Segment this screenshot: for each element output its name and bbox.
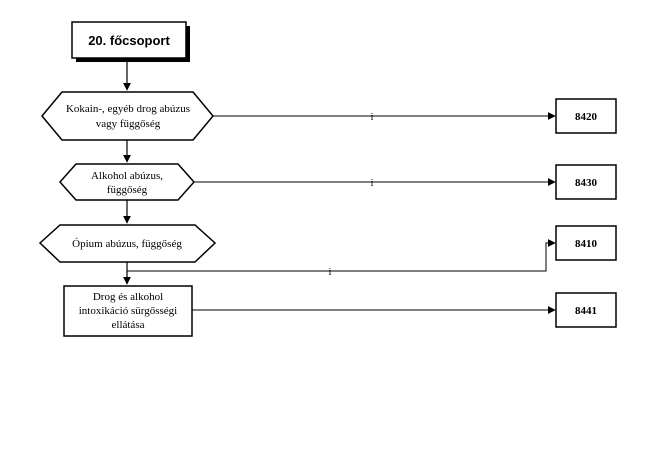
outcome-node-8441: 8441 xyxy=(555,292,617,328)
header-label: 20. főcsoport xyxy=(88,33,170,48)
outcome-box-4 xyxy=(555,292,617,328)
outcome-node-8410: 8410 xyxy=(555,225,617,261)
outcome-code-1: 8420 xyxy=(575,111,598,123)
process-box xyxy=(63,285,193,337)
decision-shape-3 xyxy=(38,224,217,263)
edge-label-2: i xyxy=(371,178,374,189)
process-line-1: Drog és alkohol xyxy=(93,291,163,303)
outcome-box-3 xyxy=(555,225,617,261)
outcome-node-8420: 8420 xyxy=(555,98,617,134)
outcome-code-4: 8441 xyxy=(575,305,597,317)
header-box xyxy=(71,21,187,59)
decision-shape-1 xyxy=(41,91,214,141)
outcome-node-8430: 8430 xyxy=(555,164,617,200)
process-line-2: intoxikáció sürgősségi xyxy=(79,305,177,317)
process-node: Drog és alkohol intoxikáció sürgősségi e… xyxy=(63,285,193,337)
outcome-box-2 xyxy=(555,164,617,200)
decision-1-line-2: vagy függőség xyxy=(96,118,161,130)
outcome-box-1 xyxy=(555,98,617,134)
decision-node-3: Ópium abúzus, függőség xyxy=(38,224,217,263)
decision-2-line-2: függőség xyxy=(107,184,148,196)
header-node: 20. főcsoport xyxy=(71,21,190,62)
edge-label-3: i xyxy=(329,267,332,278)
decision-3-line-1: Ópium abúzus, függőség xyxy=(72,238,182,250)
decision-1-line-1: Kokain-, egyéb drog abúzus xyxy=(66,103,190,115)
outcome-code-2: 8430 xyxy=(575,177,598,189)
outcome-code-3: 8410 xyxy=(575,238,598,250)
edge-label-1: i xyxy=(371,112,374,123)
decision-node-2: Alkohol abúzus, függőség xyxy=(58,163,196,201)
decision-2-line-1: Alkohol abúzus, xyxy=(91,170,163,182)
edge-d3-to-8410 xyxy=(127,239,556,272)
process-line-3: ellátása xyxy=(112,319,145,331)
decision-node-1: Kokain-, egyéb drog abúzus vagy függőség xyxy=(41,91,214,141)
